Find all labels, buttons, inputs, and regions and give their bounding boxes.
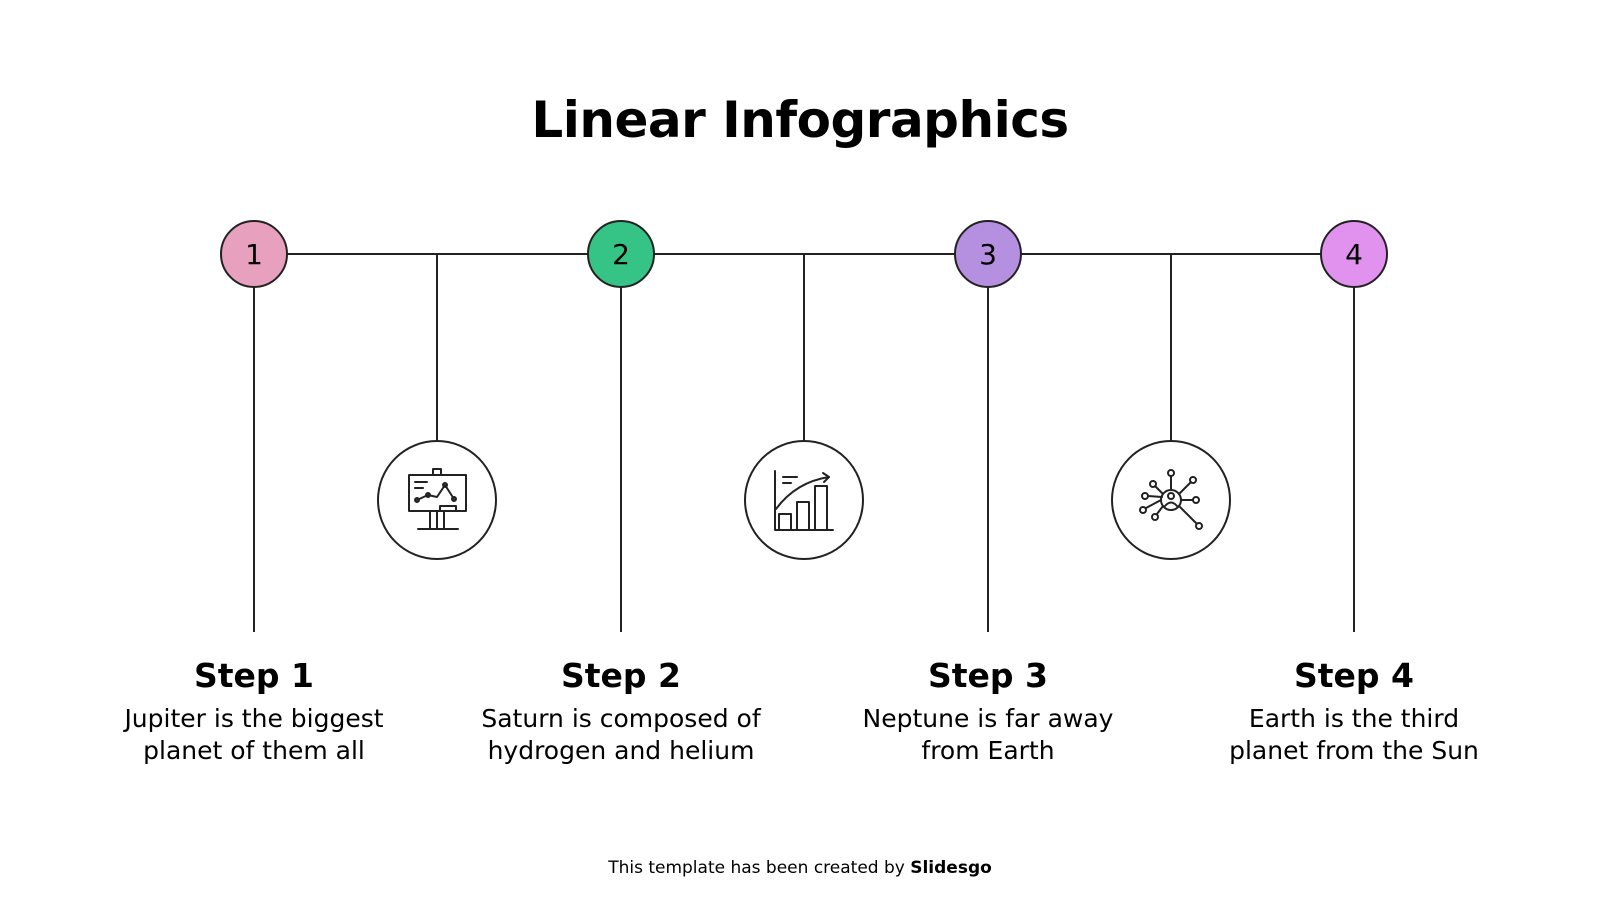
step-4-description: Earth is the third planet from the Sun: [1174, 703, 1534, 767]
step-2-desc-line-1: Saturn is composed of: [481, 704, 761, 733]
step-4-title: Step 4: [1294, 656, 1414, 695]
step-1-block: Step 1 Jupiter is the biggest planet of …: [74, 655, 434, 767]
step-1-title: Step 1: [194, 656, 314, 695]
step-2-description: Saturn is composed of hydrogen and heliu…: [441, 703, 801, 767]
network-user-icon: [1111, 440, 1231, 560]
step-1-desc-line-1: Jupiter is the biggest: [124, 704, 384, 733]
step-3-description: Neptune is far away from Earth: [808, 703, 1168, 767]
step-3-title: Step 3: [928, 656, 1048, 695]
step-2-number: 2: [612, 238, 630, 271]
presentation-board-icon: [377, 440, 497, 560]
footer-prefix: This template has been created by: [608, 858, 911, 878]
step-2-marker: 2: [587, 220, 655, 288]
step-3-marker: 3: [954, 220, 1022, 288]
step-3-desc-line-1: Neptune is far away: [862, 704, 1114, 733]
step-4-number: 4: [1345, 238, 1363, 271]
footer-brand-link[interactable]: Slidesgo: [910, 858, 992, 878]
step-2-desc-line-2: hydrogen and helium: [487, 736, 755, 765]
step-2-block: Step 2 Saturn is composed of hydrogen an…: [441, 655, 801, 767]
step-1-marker: 1: [220, 220, 288, 288]
step-3-desc-line-2: from Earth: [921, 736, 1055, 765]
step-1-desc-line-2: planet of them all: [143, 736, 365, 765]
step-4-desc-line-2: planet from the Sun: [1229, 736, 1479, 765]
step-3-block: Step 3 Neptune is far away from Earth: [808, 655, 1168, 767]
step-4-block: Step 4 Earth is the third planet from th…: [1174, 655, 1534, 767]
page-title: Linear Infographics: [531, 91, 1069, 149]
step-4-marker: 4: [1320, 220, 1388, 288]
growth-chart-icon: [744, 440, 864, 560]
step-2-title: Step 2: [561, 656, 681, 695]
footer-credit: This template has been created by Slides…: [0, 856, 1600, 880]
step-1-description: Jupiter is the biggest planet of them al…: [74, 703, 434, 767]
step-1-number: 1: [245, 238, 263, 271]
step-4-desc-line-1: Earth is the third: [1248, 704, 1460, 733]
step-3-number: 3: [979, 238, 997, 271]
